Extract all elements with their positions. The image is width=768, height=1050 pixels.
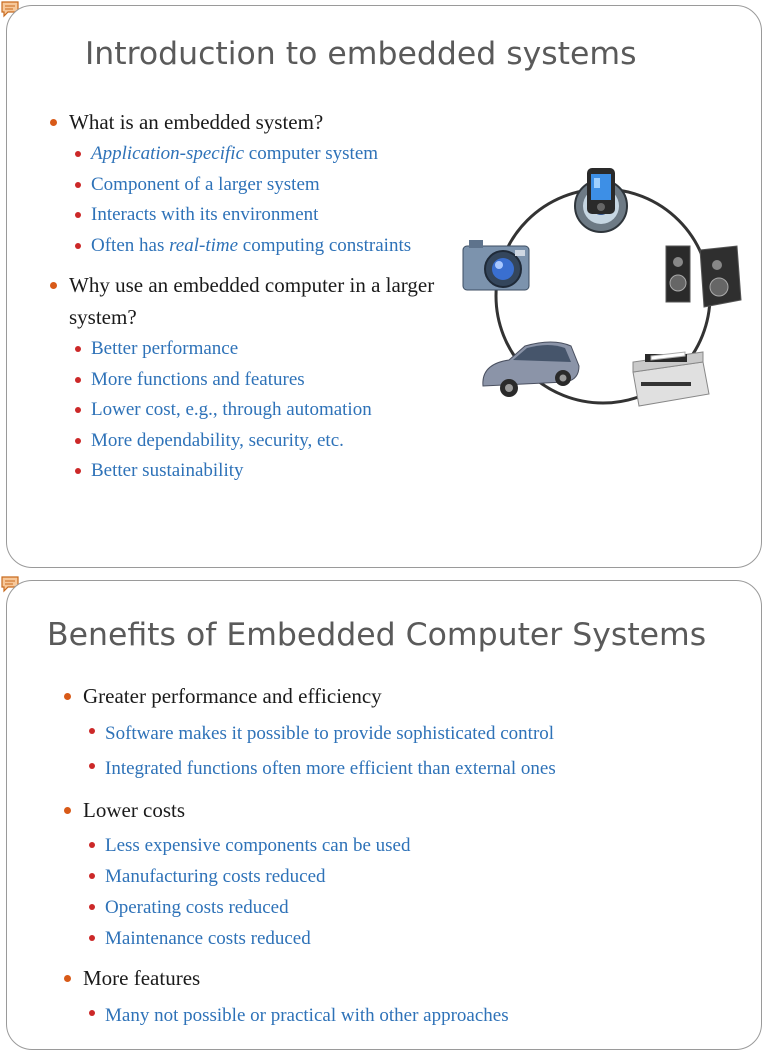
sub-bullet-item: Manufacturing costs reduced bbox=[83, 861, 751, 892]
bullet-performance: Greater performance and efficiency bbox=[61, 680, 751, 712]
note-icon[interactable] bbox=[0, 0, 20, 18]
car-icon bbox=[482, 341, 580, 397]
slide-benefits: Benefits of Embedded Computer Systems Gr… bbox=[6, 580, 762, 1050]
slide-intro: Introduction to embedded systems What is… bbox=[6, 5, 762, 568]
sub-bullet-interacts: Interacts with its environment bbox=[69, 200, 447, 231]
sub-bullet-item: Software makes it possible to provide so… bbox=[83, 716, 751, 751]
embedded-devices-illustration bbox=[462, 168, 742, 407]
sub-bullet-item: Operating costs reduced bbox=[83, 892, 751, 923]
sub-bullet-list: Better performance More functions and fe… bbox=[69, 334, 447, 487]
sub-bullet-list: Application-specific computer system Com… bbox=[69, 139, 447, 261]
sub-bullet-real-time: Often has real-time computing constraint… bbox=[69, 231, 447, 262]
bullet-list: Greater performance and efficiency Softw… bbox=[61, 680, 751, 1041]
sub-bullet-list: Many not possible or practical with othe… bbox=[83, 998, 751, 1033]
sub-bullet-item: More functions and features bbox=[69, 365, 447, 396]
camera-icon bbox=[462, 240, 530, 291]
media-player-icon bbox=[574, 168, 628, 233]
bullet-more-features: More features bbox=[61, 962, 751, 994]
bullet-what-is: What is an embedded system? bbox=[47, 106, 447, 138]
sub-bullet-item: Less expensive components can be used bbox=[83, 830, 751, 861]
printer-icon bbox=[632, 351, 710, 407]
slide-title: Introduction to embedded systems bbox=[85, 36, 637, 72]
bullet-list: What is an embedded system? Application-… bbox=[47, 106, 447, 495]
sub-bullet-item: Maintenance costs reduced bbox=[83, 923, 751, 954]
sub-bullet-item: Better sustainability bbox=[69, 456, 447, 487]
sub-bullet-item: Better performance bbox=[69, 334, 447, 365]
sub-bullet-list: Software makes it possible to provide so… bbox=[83, 716, 751, 786]
speakers-icon bbox=[665, 245, 742, 308]
bullet-lower-costs: Lower costs bbox=[61, 794, 751, 826]
sub-bullet-item: Many not possible or practical with othe… bbox=[83, 998, 751, 1033]
sub-bullet-item: More dependability, security, etc. bbox=[69, 426, 447, 457]
sub-bullet-item: Integrated functions often more efficien… bbox=[83, 751, 751, 786]
sub-bullet-item: Lower cost, e.g., through automation bbox=[69, 395, 447, 426]
sub-bullet-component: Component of a larger system bbox=[69, 170, 447, 201]
note-icon[interactable] bbox=[0, 575, 20, 593]
sub-bullet-application-specific: Application-specific computer system bbox=[69, 139, 447, 170]
bullet-why-use: Why use an embedded computer in a larger… bbox=[47, 269, 447, 333]
slide-title: Benefits of Embedded Computer Systems bbox=[47, 617, 707, 653]
sub-bullet-list: Less expensive components can be used Ma… bbox=[83, 830, 751, 954]
